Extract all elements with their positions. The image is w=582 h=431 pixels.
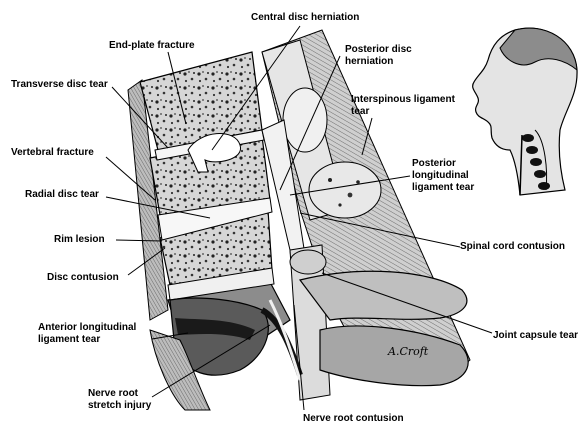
label-end-plate-fracture: End-plate fracture bbox=[109, 40, 195, 52]
label-nerve-root-contusion: Nerve root contusion bbox=[303, 413, 404, 425]
label-disc-contusion: Disc contusion bbox=[47, 272, 119, 284]
label-vertebral-fracture: Vertebral fracture bbox=[11, 147, 94, 159]
label-rim-lesion: Rim lesion bbox=[54, 234, 105, 246]
label-posterior-longitudinal-ligament-tear: Posterior longitudinal ligament tear bbox=[412, 158, 494, 194]
lower-vertebra-nerve bbox=[150, 298, 300, 410]
artist-signature: A.Croft bbox=[388, 345, 428, 358]
label-spinal-cord-contusion: Spinal cord contusion bbox=[460, 241, 565, 253]
label-nerve-root-stretch-injury: Nerve root stretch injury bbox=[88, 388, 158, 412]
label-transverse-disc-tear: Transverse disc tear bbox=[11, 79, 108, 91]
label-interspinous-ligament-tear: Interspinous ligament tear bbox=[351, 94, 463, 118]
label-posterior-disc-herniation: Posterior disc herniation bbox=[345, 44, 425, 68]
label-radial-disc-tear: Radial disc tear bbox=[25, 189, 99, 201]
label-joint-capsule-tear: Joint capsule tear bbox=[493, 330, 578, 342]
label-anterior-longitudinal-ligament-tear: Anterior longitudinal ligament tear bbox=[38, 322, 150, 346]
label-central-disc-herniation: Central disc herniation bbox=[251, 12, 359, 24]
